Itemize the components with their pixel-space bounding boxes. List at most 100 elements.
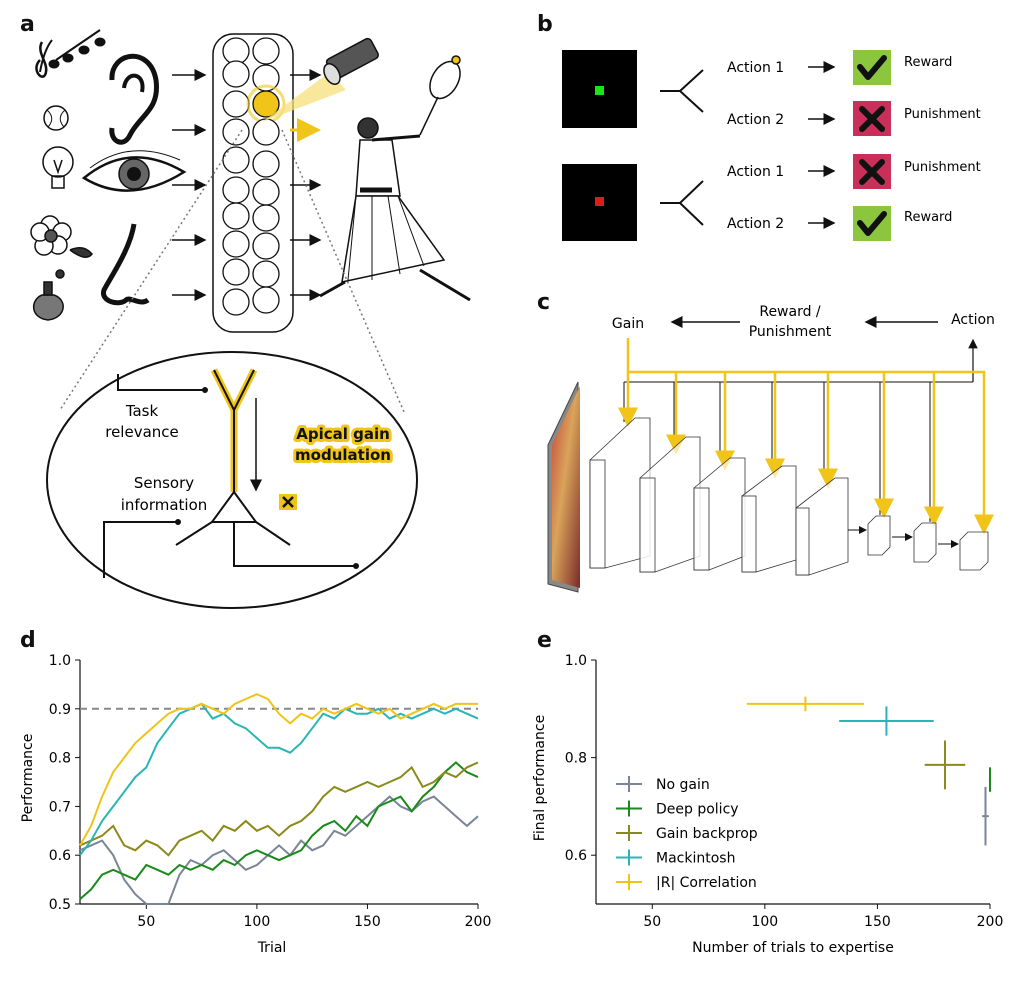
series-line <box>79 761 479 900</box>
neuron <box>252 150 280 178</box>
x-tick-label: 200 <box>977 914 1004 930</box>
tennis-player-icon <box>319 55 471 302</box>
network-layers <box>589 417 989 576</box>
neuron <box>222 118 250 146</box>
x-axis-label: Trial <box>257 940 287 956</box>
neuron <box>252 178 280 206</box>
neuron <box>222 176 250 204</box>
perfume-bottle-icon <box>33 269 65 321</box>
panel-letter-d: d <box>20 628 36 653</box>
sensory-information-label-2: information <box>121 496 208 514</box>
neuron <box>222 258 250 286</box>
y-axis-label: Performance <box>20 734 36 823</box>
sensory-information-label-1: Sensory <box>134 474 194 492</box>
y-tick-label: 0.7 <box>49 799 71 815</box>
output-arrows <box>290 69 322 301</box>
active-neuron <box>252 90 280 118</box>
sensory-input-line <box>103 521 178 578</box>
neuron <box>222 37 250 65</box>
spotlight-beam <box>262 72 346 122</box>
outcome-label: Reward <box>904 55 952 70</box>
legend-label: Gain backprop <box>656 826 758 842</box>
neuron-units <box>222 37 286 316</box>
error-bar-point <box>988 767 991 792</box>
neuron <box>222 202 250 230</box>
nose-icon <box>101 223 150 306</box>
panel-letter-c: c <box>537 290 551 315</box>
outcome-label: Punishment <box>904 160 981 175</box>
action-label: Action <box>951 312 995 328</box>
pyramidal-neuron <box>175 368 359 569</box>
neuron <box>252 118 280 146</box>
eye-icon <box>81 150 187 192</box>
x-tick-label: 200 <box>465 914 492 930</box>
multiply-icon <box>279 494 297 510</box>
neuron <box>222 146 250 174</box>
legend-label: |R| Correlation <box>656 875 757 891</box>
task-relevance-label-2: relevance <box>105 423 179 441</box>
apical-label-2: modulation <box>295 446 391 464</box>
line-chart-series <box>79 693 479 905</box>
ear-icon <box>109 53 159 145</box>
series-line <box>79 702 479 856</box>
music-notes-icon <box>35 29 106 78</box>
error-bar-point <box>924 740 966 790</box>
series-line <box>79 761 479 857</box>
apical-gain-label: Apical gain Apical gain modulation modul… <box>292 422 394 467</box>
apical-label-halo-1: Apical gain <box>296 425 390 443</box>
action-label: Action 2 <box>727 112 784 128</box>
action-label: Action 2 <box>727 216 784 232</box>
y-tick-label: 1.0 <box>49 653 71 669</box>
series-line <box>79 693 478 846</box>
action-arrows <box>808 61 836 229</box>
punishment-icon <box>853 154 891 189</box>
task-input-line <box>117 374 205 391</box>
x-tick-label: 50 <box>643 914 661 930</box>
neuron <box>252 204 280 232</box>
flashlight-icon <box>323 37 379 86</box>
series-line <box>79 795 479 905</box>
neuron <box>222 60 250 88</box>
panel-letter-b: b <box>537 12 553 37</box>
task-relevance-label-1: Task <box>125 402 159 420</box>
flower-icon <box>30 215 93 258</box>
neuron <box>252 286 280 314</box>
apical-label-1: Apical gain <box>296 425 390 443</box>
x-tick-label: 150 <box>864 914 891 930</box>
panel-a: Task relevance Sensory information Apica… <box>30 29 471 609</box>
zoom-line-right <box>281 129 405 413</box>
x-tick-label: 100 <box>751 914 778 930</box>
neuron <box>222 288 250 316</box>
y-tick-label: 0.6 <box>49 848 71 864</box>
layer-arrows <box>848 526 959 548</box>
x-tick-label: 50 <box>137 914 155 930</box>
punishment-icon <box>853 101 891 136</box>
red-square <box>595 197 604 206</box>
legend-label: No gain <box>656 777 710 793</box>
x-axis-label: Number of trials to expertise <box>692 940 894 956</box>
light-bulb-icon <box>42 146 74 189</box>
legend-label: Mackintosh <box>656 851 735 867</box>
y-tick-label: 0.9 <box>49 702 71 718</box>
error-bar-point <box>839 706 934 736</box>
error-bar-point <box>746 696 864 712</box>
y-tick-label: 0.6 <box>565 848 587 864</box>
gain-lines <box>618 338 994 535</box>
neuron <box>222 230 250 258</box>
neuron <box>222 90 250 118</box>
error-bar-point <box>982 786 989 846</box>
panel-letter-e: e <box>537 628 552 653</box>
reward-label-1: Reward / <box>759 304 821 320</box>
outcome-label: Reward <box>904 210 952 225</box>
reward-icon <box>853 206 891 241</box>
neuron <box>252 37 280 65</box>
panel-letter-a: a <box>20 12 35 37</box>
x-tick-label: 150 <box>354 914 381 930</box>
action-label: Action 1 <box>727 164 784 180</box>
gain-label: Gain <box>612 316 644 332</box>
